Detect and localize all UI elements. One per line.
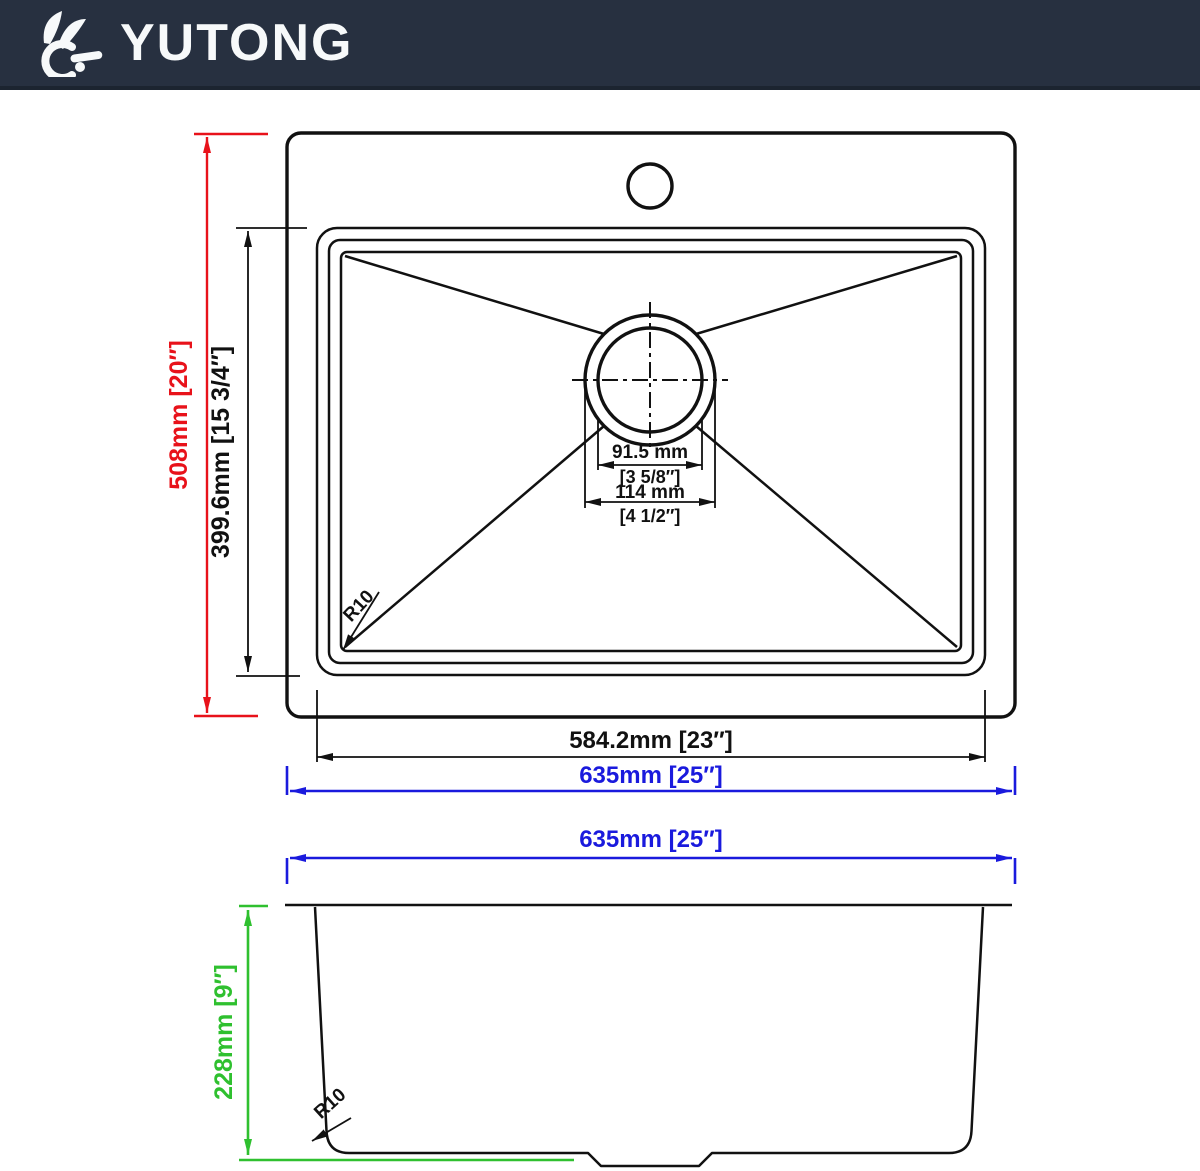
dim-section-overall-width: 635mm [25″] xyxy=(285,826,1017,884)
section-view: 635mm [25″] 228mm [9″] R10 xyxy=(210,826,1017,1168)
sink-outer-outline xyxy=(285,131,1017,719)
drain-outer-mm-label: 114 mm xyxy=(615,482,685,503)
top-view: 91.5 mm [3 5/8″] 114 mm [4 1/2″] R10 508… xyxy=(165,131,1017,795)
basin-height-label: 399.6mm [15 3/4″] xyxy=(207,346,235,558)
overall-height-label: 508mm [20″] xyxy=(165,340,193,490)
section-overall-width-label: 635mm [25″] xyxy=(579,826,723,853)
faucet-hole xyxy=(626,162,674,210)
header: YUTONG xyxy=(0,0,1200,90)
bowl-depth-label: 228mm [9″] xyxy=(210,964,238,1100)
brand-logo-icon xyxy=(41,11,103,77)
dim-overall-width: 635mm [25″] xyxy=(285,762,1017,795)
dim-drain-outer: 114 mm [4 1/2″] xyxy=(584,385,716,526)
corner-radius-callout-section: R10 xyxy=(310,1084,352,1142)
section-corner-radius-label: R10 xyxy=(310,1084,350,1123)
bowl-rim xyxy=(315,226,987,677)
dim-basin-width: 584.2mm [23″] xyxy=(316,690,986,762)
basin-width-label: 584.2mm [23″] xyxy=(569,727,733,754)
dim-drain-inner: 91.5 mm [3 5/8″] xyxy=(597,420,703,487)
drain-outer-inch-label: [4 1/2″] xyxy=(620,506,681,526)
corner-radius-label: R10 xyxy=(339,586,378,626)
drain-hole xyxy=(572,302,728,450)
overall-width-label: 635mm [25″] xyxy=(579,762,723,789)
brand-name: YUTONG xyxy=(120,14,354,72)
bowl-slope-diagonals xyxy=(344,254,958,648)
dim-bowl-depth: 228mm [9″] xyxy=(210,904,574,1162)
drain-inner-mm-label: 91.5 mm xyxy=(612,442,688,463)
dim-basin-height: 399.6mm [15 3/4″] xyxy=(207,227,307,677)
section-bowl-profile xyxy=(313,906,985,1168)
drain-inner-inch-label: [3 5/8″] xyxy=(620,467,681,487)
dim-overall-height: 508mm [20″] xyxy=(165,132,268,718)
corner-radius-callout-top-view: R10 xyxy=(339,586,380,651)
